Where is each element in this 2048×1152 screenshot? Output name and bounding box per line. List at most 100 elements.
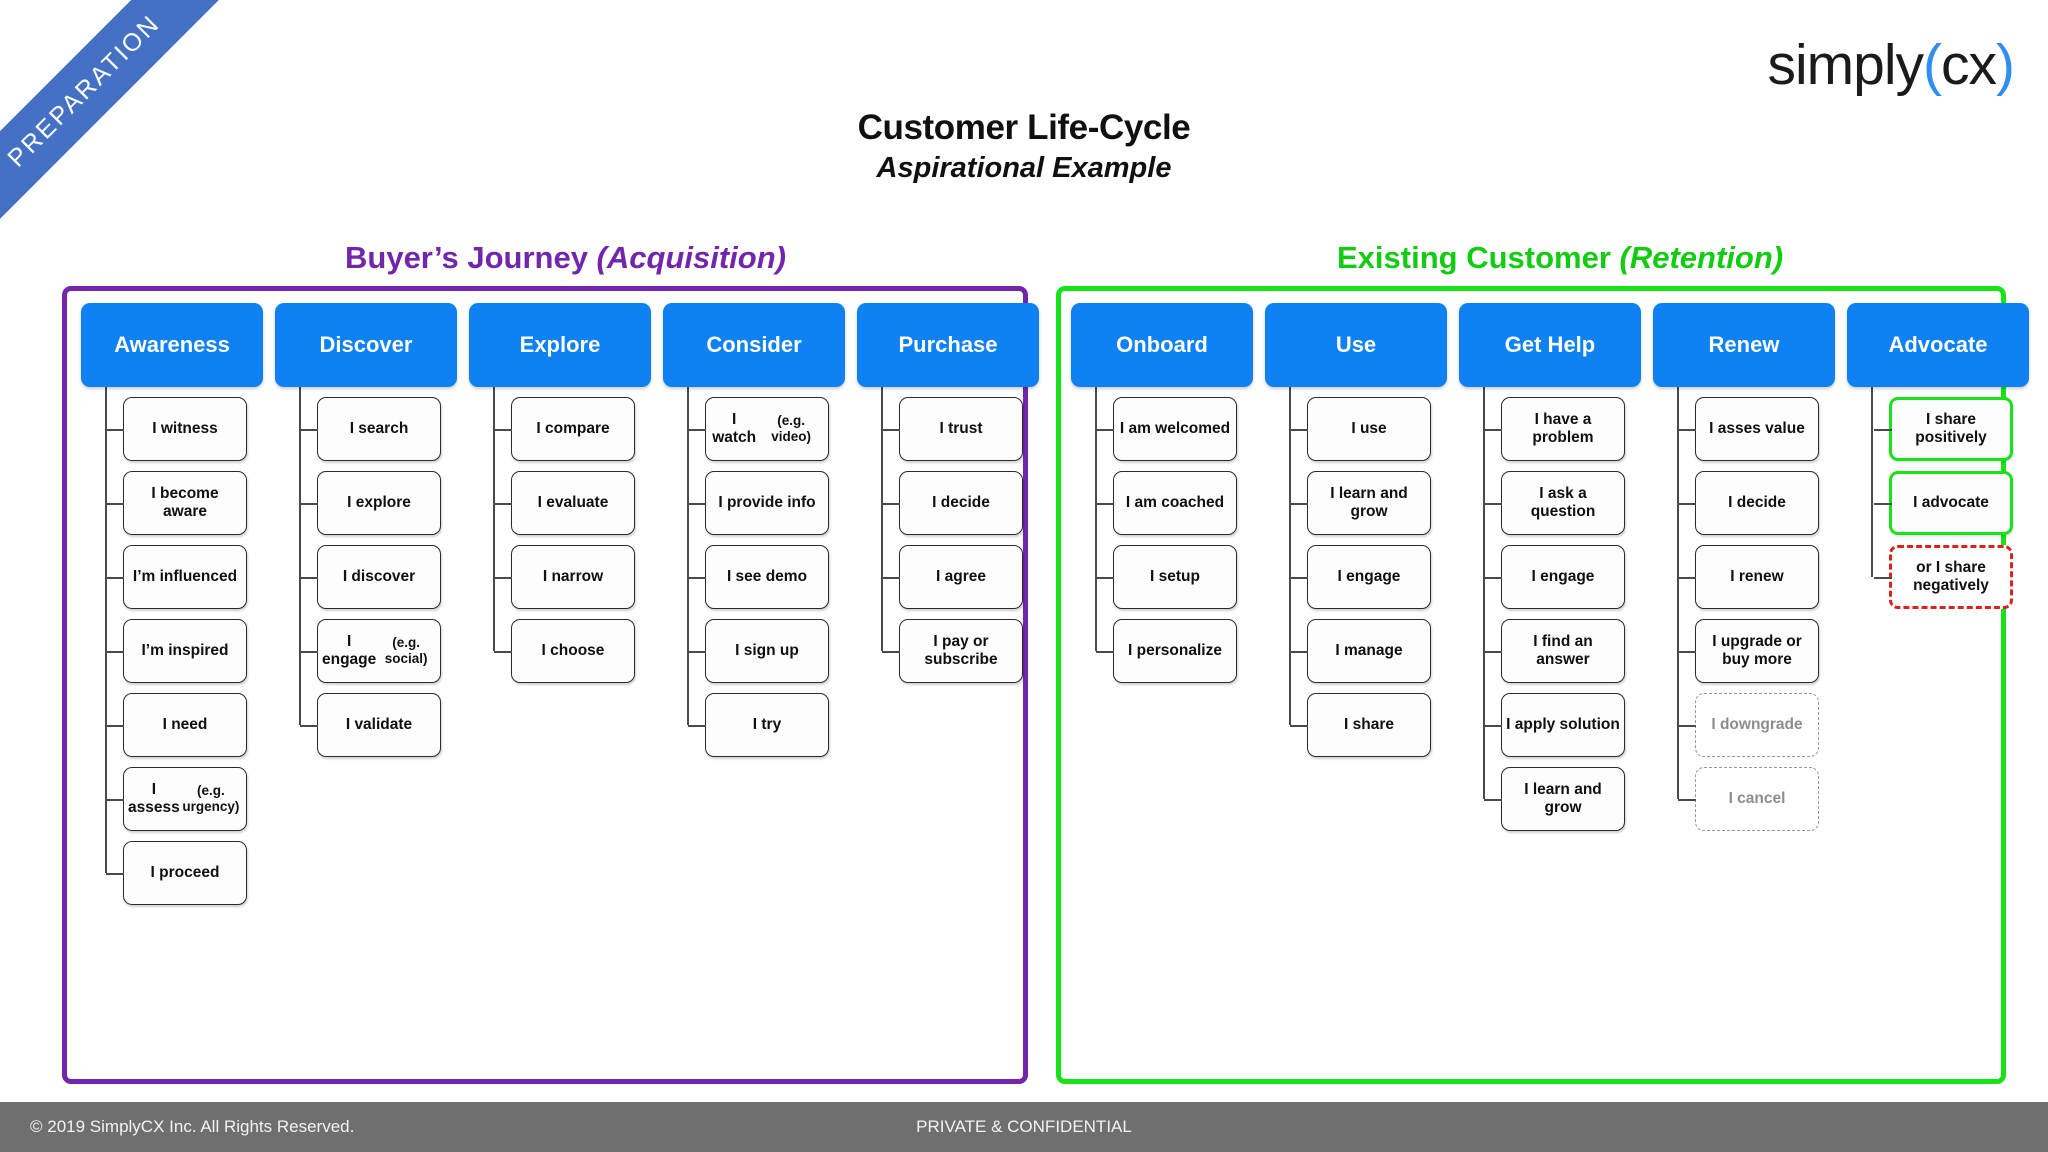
journey-node[interactable]: I evaluate bbox=[494, 471, 635, 535]
section-label-retention: Existing Customer (Retention) bbox=[1337, 240, 1783, 276]
journey-node[interactable]: I search bbox=[300, 397, 441, 461]
column-header-renew[interactable]: Renew bbox=[1653, 303, 1835, 387]
journey-node[interactable]: I narrow bbox=[494, 545, 635, 609]
journey-node-label: I find an answer bbox=[1533, 632, 1593, 668]
column-spine bbox=[1095, 387, 1097, 651]
journey-column-renew: Renew I asses value I decide I renew I upgra… bbox=[1653, 303, 1835, 841]
journey-node[interactable]: I downgrade bbox=[1678, 693, 1819, 757]
column-header-get-help[interactable]: Get Help bbox=[1459, 303, 1641, 387]
journey-node[interactable]: I engage bbox=[1484, 545, 1625, 609]
journey-node[interactable]: I explore bbox=[300, 471, 441, 535]
journey-node[interactable]: I trust bbox=[882, 397, 1023, 461]
journey-node-label: I setup bbox=[1150, 567, 1200, 585]
column-nodes: I asses value I decide I renew I upgrade or… bbox=[1653, 387, 1835, 831]
column-spine bbox=[687, 387, 689, 725]
journey-node-sublabel: (e.g. urgency) bbox=[182, 783, 240, 814]
journey-node[interactable]: I engage bbox=[1290, 545, 1431, 609]
journey-node[interactable]: I discover bbox=[300, 545, 441, 609]
journey-node[interactable]: I renew bbox=[1678, 545, 1819, 609]
column-spine bbox=[1677, 387, 1679, 799]
journey-node[interactable]: I learn and grow bbox=[1484, 767, 1625, 831]
journey-node[interactable]: I upgrade or buy more bbox=[1678, 619, 1819, 683]
journey-node[interactable]: I engage(e.g. social) bbox=[300, 619, 441, 683]
journey-node-label: I decide bbox=[932, 493, 990, 511]
journey-node[interactable]: I personalize bbox=[1096, 619, 1237, 683]
journey-node[interactable]: I need bbox=[106, 693, 247, 757]
column-header-advocate[interactable]: Advocate bbox=[1847, 303, 2029, 387]
journey-node[interactable]: I decide bbox=[1678, 471, 1819, 535]
journey-node[interactable]: I manage bbox=[1290, 619, 1431, 683]
journey-node-label: I trust bbox=[939, 419, 983, 437]
journey-node[interactable]: I am coached bbox=[1096, 471, 1237, 535]
journey-node[interactable]: I become aware bbox=[106, 471, 247, 535]
journey-node[interactable]: I’m influenced bbox=[106, 545, 247, 609]
journey-node[interactable]: I provide info bbox=[688, 471, 829, 535]
journey-node[interactable]: I apply solution bbox=[1484, 693, 1625, 757]
journey-node-label: or I share negatively bbox=[1913, 558, 1989, 594]
journey-node-label: I agree bbox=[936, 567, 986, 585]
journey-column-discover: Discover I search I explore I discover I eng… bbox=[275, 303, 457, 915]
journey-node[interactable]: or I share negatively bbox=[1874, 545, 2013, 609]
journey-node[interactable]: I learn and grow bbox=[1290, 471, 1431, 535]
journey-node[interactable]: I have a problem bbox=[1484, 397, 1625, 461]
journey-column-purchase: Purchase I trust I decide I agree I pay or s… bbox=[857, 303, 1039, 915]
journey-node[interactable]: I proceed bbox=[106, 841, 247, 905]
journey-node[interactable]: I sign up bbox=[688, 619, 829, 683]
journey-node-label: I advocate bbox=[1913, 493, 1989, 511]
column-nodes: I compare I evaluate I narrow I choose bbox=[469, 387, 651, 683]
journey-node[interactable]: I try bbox=[688, 693, 829, 757]
journey-node-label: I use bbox=[1351, 419, 1387, 437]
section-label-retention-main: Existing Customer bbox=[1337, 240, 1620, 275]
column-nodes: I use I learn and grow I engage I manage I s… bbox=[1265, 387, 1447, 757]
journey-node[interactable]: I’m inspired bbox=[106, 619, 247, 683]
column-header-onboard[interactable]: Onboard bbox=[1071, 303, 1253, 387]
logo-word: simply bbox=[1767, 33, 1925, 97]
column-header-consider[interactable]: Consider bbox=[663, 303, 845, 387]
title-block: Customer Life-Cycle Aspirational Example bbox=[0, 108, 2048, 186]
column-spine bbox=[493, 387, 495, 651]
journey-node-label: I upgrade or buy more bbox=[1712, 632, 1802, 668]
journey-node[interactable]: I choose bbox=[494, 619, 635, 683]
column-header-awareness[interactable]: Awareness bbox=[81, 303, 263, 387]
column-nodes: I trust I decide I agree I pay or subscribe bbox=[857, 387, 1039, 683]
journey-node-label: I learn and grow bbox=[1330, 484, 1408, 520]
journey-node-label: I’m influenced bbox=[132, 567, 238, 585]
journey-node-label: I personalize bbox=[1128, 641, 1222, 659]
journey-node[interactable]: I compare bbox=[494, 397, 635, 461]
journey-node-label: I sign up bbox=[735, 641, 799, 659]
journey-node-label: I see demo bbox=[726, 567, 808, 585]
journey-node[interactable]: I ask a question bbox=[1484, 471, 1625, 535]
journey-node[interactable]: I asses value bbox=[1678, 397, 1819, 461]
journey-node-label: I assess bbox=[128, 780, 180, 816]
journey-node[interactable]: I setup bbox=[1096, 545, 1237, 609]
journey-column-get-help: Get Help I have a problem I ask a question… bbox=[1459, 303, 1641, 841]
journey-node-label: I am coached bbox=[1125, 493, 1225, 511]
journey-node[interactable]: I pay or subscribe bbox=[882, 619, 1023, 683]
column-spine bbox=[1483, 387, 1485, 799]
journey-node-label: I watch bbox=[712, 410, 757, 446]
journey-node[interactable]: I advocate bbox=[1874, 471, 2013, 535]
journey-node[interactable]: I assess(e.g. urgency) bbox=[106, 767, 247, 831]
journey-node-label: I become aware bbox=[151, 484, 219, 520]
journey-node[interactable]: I am welcomed bbox=[1096, 397, 1237, 461]
logo-inner: cx bbox=[1941, 33, 1997, 97]
journey-node[interactable]: I watch(e.g. video) bbox=[688, 397, 829, 461]
column-header-use[interactable]: Use bbox=[1265, 303, 1447, 387]
column-header-discover[interactable]: Discover bbox=[275, 303, 457, 387]
column-header-purchase[interactable]: Purchase bbox=[857, 303, 1039, 387]
journey-node-label: I choose bbox=[541, 641, 605, 659]
column-spine bbox=[105, 387, 107, 873]
journey-node[interactable]: I find an answer bbox=[1484, 619, 1625, 683]
journey-node[interactable]: I use bbox=[1290, 397, 1431, 461]
journey-node[interactable]: I decide bbox=[882, 471, 1023, 535]
journey-node[interactable]: I see demo bbox=[688, 545, 829, 609]
journey-node[interactable]: I agree bbox=[882, 545, 1023, 609]
column-header-explore[interactable]: Explore bbox=[469, 303, 651, 387]
journey-node[interactable]: I witness bbox=[106, 397, 247, 461]
journey-node[interactable]: I cancel bbox=[1678, 767, 1819, 831]
journey-node[interactable]: I share positively bbox=[1874, 397, 2013, 461]
journey-node[interactable]: I validate bbox=[300, 693, 441, 757]
journey-node[interactable]: I share bbox=[1290, 693, 1431, 757]
